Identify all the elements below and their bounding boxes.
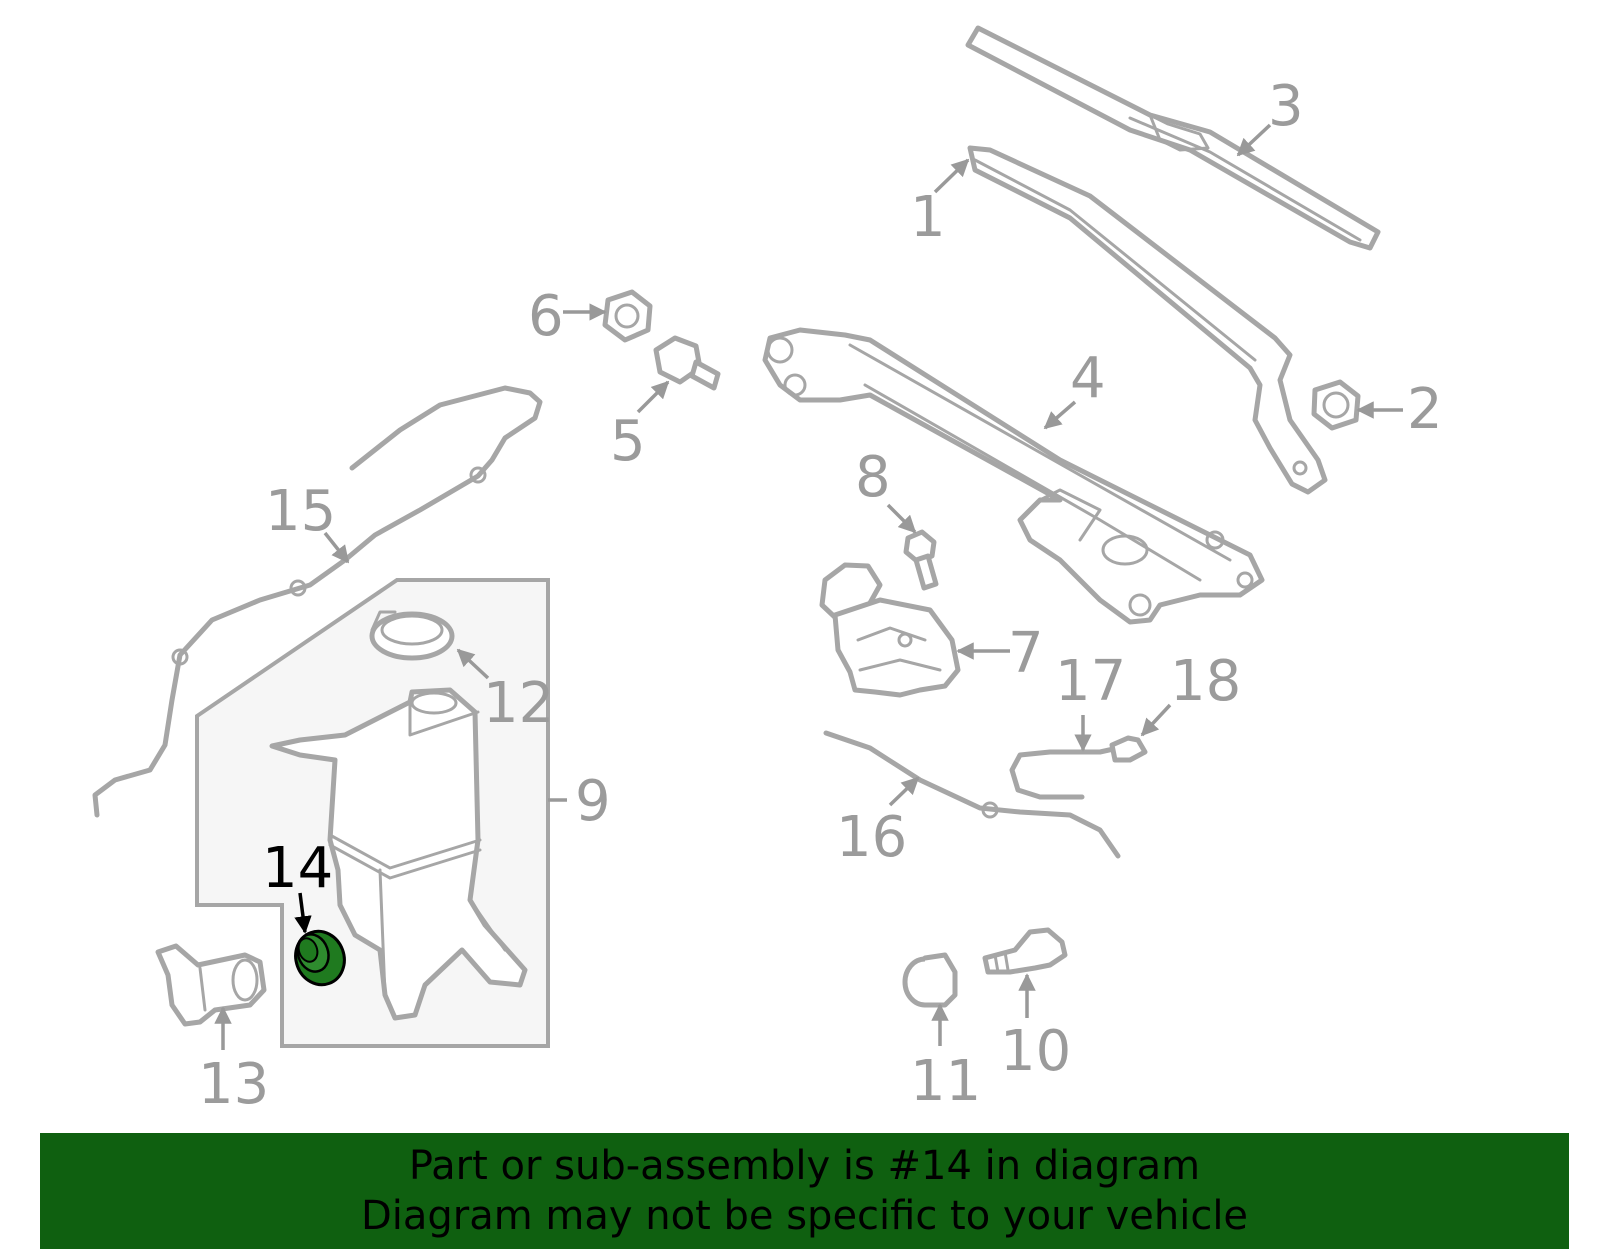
callout-17: 17 <box>1055 649 1126 714</box>
hose-clip <box>981 801 999 819</box>
callout-5: 5 <box>610 409 646 474</box>
callout-1: 1 <box>910 185 946 250</box>
leader-12 <box>456 648 490 680</box>
nozzle-hose-part-16[interactable] <box>823 730 1121 859</box>
leader-4 <box>1043 400 1077 430</box>
callout-16: 16 <box>836 805 907 870</box>
callout-9: 9 <box>575 769 611 834</box>
washer-reservoir-part-9[interactable] <box>269 687 528 1021</box>
footer-banner: Part or sub-assembly is #14 in diagram D… <box>40 1133 1569 1249</box>
callout-10: 10 <box>1000 1019 1071 1084</box>
nut-part-6[interactable] <box>602 289 653 343</box>
hose-clip <box>171 648 189 666</box>
callout-2: 2 <box>1407 377 1443 442</box>
leader-14 <box>294 892 312 934</box>
leader-1 <box>933 158 970 194</box>
nozzle-part-10[interactable] <box>982 927 1068 975</box>
callout-13: 13 <box>198 1052 269 1117</box>
hose-clip <box>289 579 307 597</box>
grommet-part-14[interactable] <box>288 924 352 991</box>
bolt-part-8[interactable] <box>903 529 939 591</box>
filler-seal-part-12[interactable] <box>369 610 455 661</box>
hose-clip <box>469 466 487 484</box>
callout-18: 18 <box>1170 649 1241 714</box>
callout-11: 11 <box>910 1049 981 1114</box>
leader-15 <box>323 531 350 564</box>
wiper-arm-part-1[interactable] <box>967 145 1328 495</box>
leader-5 <box>636 380 670 414</box>
footer-line-2: Diagram may not be specific to your vehi… <box>360 1193 1249 1239</box>
callout-6: 6 <box>528 284 564 349</box>
bolt-part-5[interactable] <box>653 335 721 391</box>
footer-line-1: Part or sub-assembly is #14 in diagram <box>408 1143 1201 1189</box>
callout-14: 14 <box>262 836 333 901</box>
callout-3: 3 <box>1268 74 1304 139</box>
callout-4: 4 <box>1070 346 1106 411</box>
hose-part-17[interactable] <box>1009 745 1121 800</box>
wiper-blade-part-3[interactable] <box>965 25 1381 251</box>
callout-7: 7 <box>1008 621 1044 686</box>
wiper-motor-part-7[interactable] <box>819 562 961 698</box>
connector-part-18[interactable] <box>1109 735 1148 763</box>
washer-hose-part-15[interactable] <box>92 385 543 818</box>
leader-16 <box>888 776 920 807</box>
callout-8: 8 <box>855 445 891 510</box>
wiper-linkage-part-4[interactable] <box>762 327 1265 625</box>
callout-12: 12 <box>483 671 554 736</box>
leader-3 <box>1236 123 1272 157</box>
plug-part-11[interactable] <box>902 952 958 1008</box>
callout-15: 15 <box>265 479 336 544</box>
washer-pump-part-13[interactable] <box>155 943 267 1027</box>
nut-part-2[interactable] <box>1311 379 1361 431</box>
leader-8 <box>886 503 917 534</box>
leader-18 <box>1140 703 1172 737</box>
